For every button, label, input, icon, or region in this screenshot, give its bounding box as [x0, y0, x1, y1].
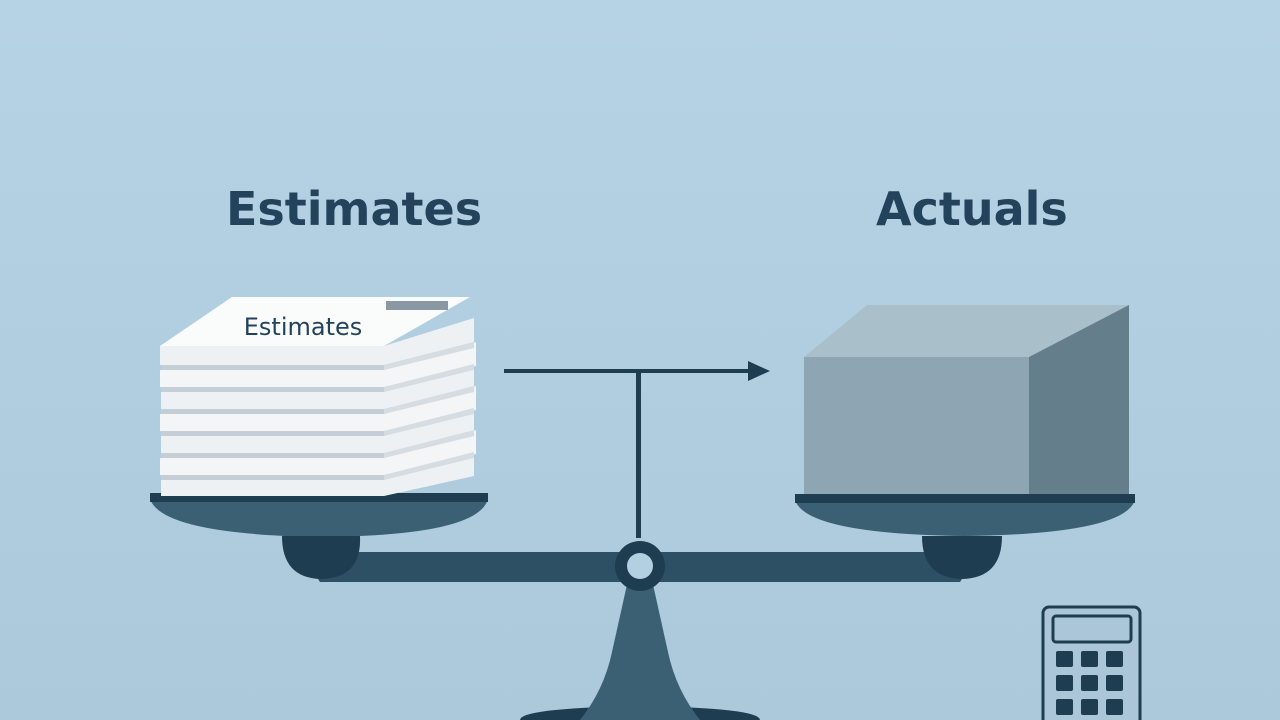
right-pan-rim: [795, 494, 1135, 503]
left-pan-rim: [150, 493, 488, 502]
calculator-icon: [1041, 605, 1142, 720]
estimates-heading: Estimates: [226, 182, 483, 236]
box-side: [1029, 305, 1129, 494]
balance-scale-icon: [150, 370, 1135, 720]
box-top: [804, 305, 1129, 357]
scale-stand: [580, 580, 700, 720]
left-pan-joint: [282, 536, 361, 579]
box-icon: [804, 305, 1129, 494]
paper-stack-tag: [386, 301, 448, 310]
actuals-heading: Actuals: [876, 182, 1068, 236]
right-pan-joint: [922, 536, 1002, 579]
scale-pointer: [636, 370, 641, 538]
paper-stack-label: Estimates: [244, 313, 363, 341]
paper-stack-icon: Estimates: [160, 297, 476, 496]
arrow-right-icon: [504, 361, 770, 381]
right-pan-bowl: [795, 500, 1135, 536]
left-pan-bowl: [150, 499, 488, 537]
box-front: [804, 357, 1029, 494]
